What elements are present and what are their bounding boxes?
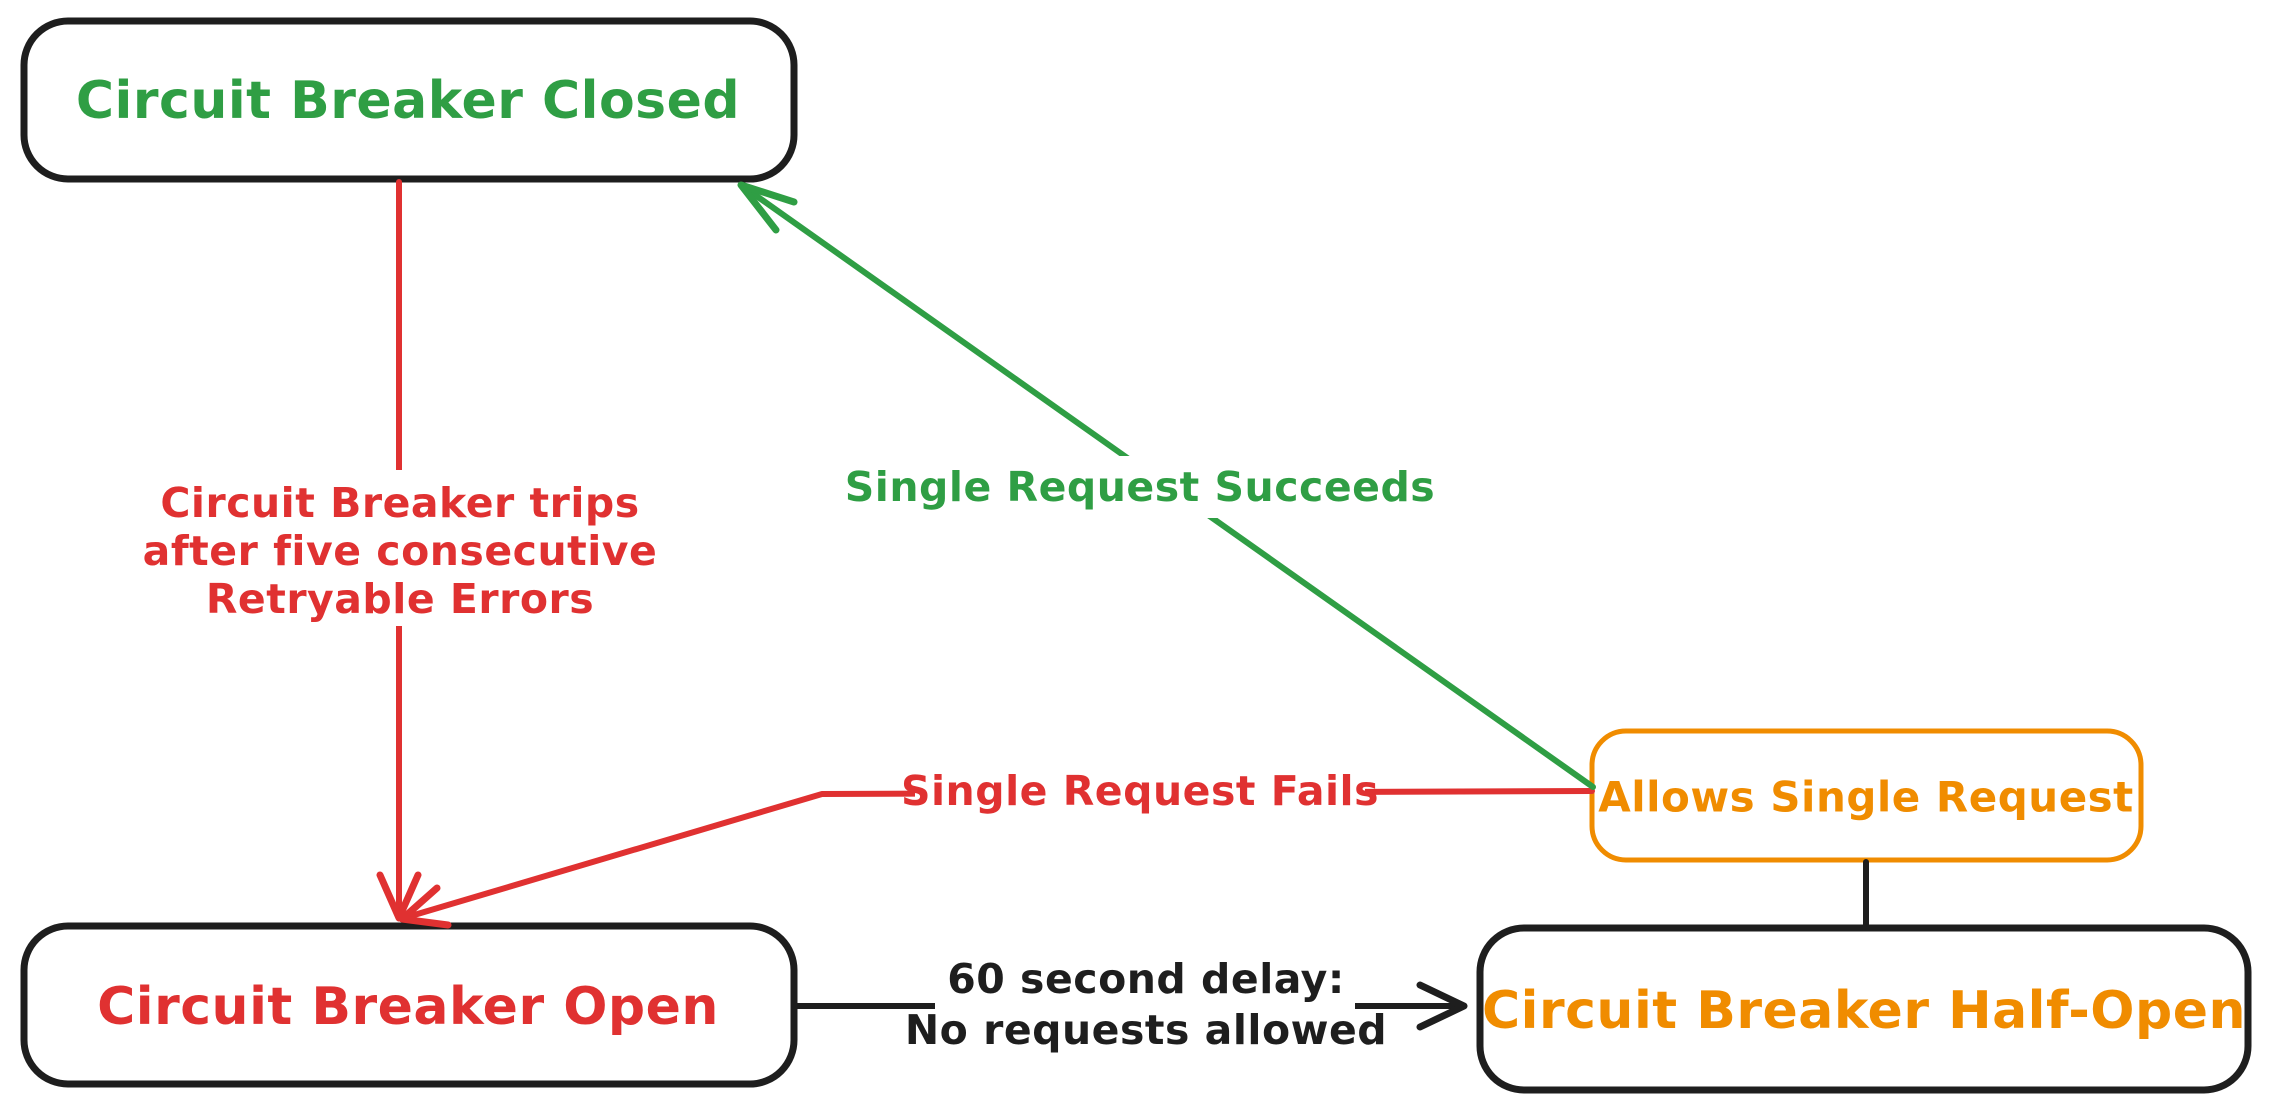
edge-label-closed-to-open-line3: Retryable Errors: [206, 575, 594, 623]
node-circuit-breaker-half-open: Circuit Breaker Half-Open: [1476, 924, 2252, 1094]
edge-half-open-to-closed-arrowhead: [737, 181, 798, 234]
edge-label-closed-to-open: Circuit Breaker trips after five consecu…: [143, 470, 658, 626]
edge-label-allows-to-open: Single Request Fails: [901, 762, 1379, 820]
edge-label-closed-to-open-bg: [155, 470, 645, 626]
node-allows-single-request-label: Allows Single Request: [1598, 773, 2134, 822]
edge-label-half-open-to-closed-text: Single Request Succeeds: [845, 463, 1435, 511]
edge-label-allows-to-open-bg: [915, 762, 1365, 820]
edge-allows-to-open-arrowhead: [398, 884, 452, 929]
node-circuit-breaker-closed: Circuit Breaker Closed: [20, 17, 798, 183]
edge-label-open-to-half-open-bg: [935, 948, 1355, 1058]
node-allows-single-request: Allows Single Request: [1589, 728, 2144, 863]
edge-label-closed-to-open-line1: Circuit Breaker trips: [160, 479, 639, 527]
edge-label-open-to-half-open-line2: No requests allowed: [905, 1006, 1387, 1054]
node-circuit-breaker-half-open-label: Circuit Breaker Half-Open: [1482, 981, 2246, 1041]
edge-label-allows-to-open-text: Single Request Fails: [901, 767, 1379, 815]
node-circuit-breaker-closed-box: [20, 17, 798, 183]
node-circuit-breaker-open-label: Circuit Breaker Open: [97, 977, 719, 1037]
edge-label-half-open-to-closed: Single Request Succeeds: [845, 456, 1435, 518]
edge-label-open-to-half-open: 60 second delay: No requests allowed: [905, 948, 1387, 1058]
node-circuit-breaker-open: Circuit Breaker Open: [20, 922, 798, 1088]
edge-label-open-to-half-open-line1: 60 second delay:: [947, 955, 1345, 1003]
edge-label-closed-to-open-line2: after five consecutive: [143, 527, 658, 575]
edge-label-half-open-to-closed-bg: [880, 456, 1400, 518]
edge-open-to-half-open-arrowhead: [1416, 981, 1468, 1031]
node-circuit-breaker-closed-label: Circuit Breaker Closed: [76, 71, 740, 131]
